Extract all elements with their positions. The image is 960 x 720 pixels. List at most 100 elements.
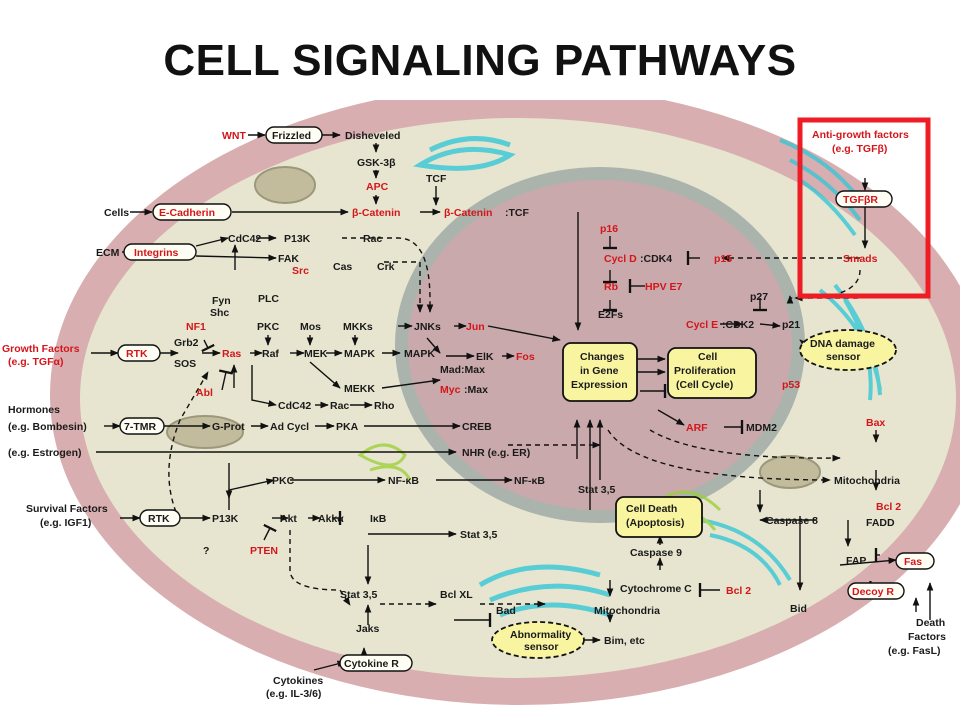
label-pkc-a: PKC — [257, 321, 280, 333]
label-rac-a: Rac — [363, 233, 382, 245]
pathway-arrows — [91, 131, 934, 671]
page-title: CELL SIGNALING PATHWAYS — [163, 36, 797, 85]
label-fadd: FADD — [866, 517, 895, 529]
label-shc: Shc — [210, 307, 229, 319]
label-bid: Bid — [790, 603, 807, 615]
outcome-boxes — [491, 329, 897, 659]
label-abnormality: Abnormality — [510, 629, 571, 641]
label-smads: Smads — [843, 253, 878, 265]
label-jnks: JNKs — [414, 321, 441, 333]
label-caspase-8: Caspase 8 — [766, 515, 818, 527]
label-plc: PLC — [258, 293, 279, 305]
label-raf: Raf — [262, 348, 279, 360]
label-frizzled: Frizzled — [272, 130, 311, 142]
label-cdk2: :CDK2 — [722, 319, 754, 331]
inhibition-lines — [201, 236, 897, 627]
label-p13k-a: P13K — [284, 233, 311, 245]
label-creb: CREB — [462, 421, 492, 433]
label-dna-damage: DNA damage — [810, 338, 875, 350]
label-tgfbr: TGFβR — [843, 194, 878, 206]
label-mapk-1: MAPK — [344, 348, 375, 360]
label-tgfb: (e.g. TGFβ) — [832, 143, 887, 155]
label-decoy-r: Decoy R — [852, 586, 894, 598]
label-mitochondria-1: Mitochondria — [594, 605, 660, 617]
label-rho: Rho — [374, 400, 394, 412]
label-fos: Fos — [516, 351, 535, 363]
label-survival-factors-eg: (e.g. IGF1) — [40, 517, 91, 529]
organelles — [166, 136, 882, 618]
label-rtk-2: RTK — [148, 513, 170, 525]
label-pkc-b: PKC — [272, 475, 295, 487]
label-arf: ARF — [686, 422, 708, 434]
label-cytokines-eg: (e.g. IL-3/6) — [266, 688, 321, 700]
label-cell: Cell — [698, 351, 717, 363]
label-wnt: WNT — [222, 130, 246, 142]
label-hpv-e7: HPV E7 — [645, 281, 683, 293]
label-rb: Rb — [604, 281, 618, 293]
label-stat35-a: Stat 3,5 — [460, 529, 498, 541]
label-cdc42-a: CdC42 — [228, 233, 261, 245]
label-apoptosis: (Apoptosis) — [626, 517, 684, 529]
label-hormones: Hormones — [8, 404, 60, 416]
label-cdc42-b: CdC42 — [278, 400, 311, 412]
label-p27: p27 — [750, 291, 768, 303]
label-fas: Fas — [904, 556, 922, 568]
label-growth-factors: Growth Factors — [2, 343, 80, 355]
label-p21: p21 — [782, 319, 800, 331]
label-nfkb-1: NF-κB — [388, 475, 419, 487]
label-sos: SOS — [174, 358, 196, 370]
label-hormones-eg: (e.g. Bombesin) — [8, 421, 87, 433]
label-cell-death: Cell Death — [626, 503, 677, 515]
label-expression: Expression — [571, 379, 628, 391]
highlight-box — [797, 117, 931, 299]
label-growth-factors-eg: (e.g. TGFα) — [8, 356, 63, 368]
label-grb2: Grb2 — [174, 337, 199, 349]
label-bcl2-a: Bcl 2 — [726, 585, 751, 597]
node-labels: WNT Frizzled Disheveled GSK-3β APC TCF β… — [2, 129, 946, 700]
label-e2fs: E2Fs — [598, 309, 623, 321]
label-cell-cycle: (Cell Cycle) — [676, 379, 733, 391]
label-p15: p15 — [714, 253, 732, 265]
label-max: :Max — [464, 384, 488, 396]
label-proliferation: Proliferation — [674, 365, 736, 377]
label-stat35-b: Stat 3,5 — [578, 484, 616, 496]
label-b-catenin-tcf: β-Catenin — [444, 207, 492, 219]
label-p13k-b: P13K — [212, 513, 239, 525]
label-factors: Factors — [908, 631, 946, 643]
label-bax: Bax — [866, 417, 885, 429]
label-e-cadherin: E-Cadherin — [159, 207, 215, 219]
label-mapk-2: MAPK — [404, 348, 435, 360]
label-bad: Bad — [496, 605, 516, 617]
label-b-catenin: β-Catenin — [352, 207, 400, 219]
label-akt: Akt — [280, 513, 297, 525]
label-cycl-e: Cycl E — [686, 319, 718, 331]
label-mad-max: Mad:Max — [440, 364, 485, 376]
label-fak: FAK — [278, 253, 299, 265]
label-mekk: MEKK — [344, 383, 375, 395]
label-p53: p53 — [782, 379, 800, 391]
label-changes: Changes — [580, 351, 625, 363]
label-crk: Crk — [377, 261, 395, 273]
label-mek: MEK — [304, 348, 328, 360]
label-ecm: ECM — [96, 247, 120, 259]
label-integrins: Integrins — [134, 247, 178, 259]
label-akka: Akkα — [318, 513, 344, 525]
label-bcl-xl: Bcl XL — [440, 589, 473, 601]
label-cycl-d: Cycl D — [604, 253, 637, 265]
label-apc: APC — [366, 181, 389, 193]
label-elk: ElK — [476, 351, 494, 363]
label-rtk-1: RTK — [126, 348, 148, 360]
label-disheveled: Disheveled — [345, 130, 400, 142]
label-fap: FAP — [846, 555, 866, 567]
label-nfkb-2: NF-κB — [514, 475, 545, 487]
label-survival-factors: Survival Factors — [26, 503, 108, 515]
label-mos: Mos — [300, 321, 321, 333]
label-in-gene: in Gene — [580, 365, 619, 377]
label-cytokine-r: Cytokine R — [344, 658, 399, 670]
label-g-prot: G-Prot — [212, 421, 245, 433]
label-tcf-complex: :TCF — [505, 207, 529, 219]
label-cytochrome-c: Cytochrome C — [620, 583, 692, 595]
label-mdm2: MDM2 — [746, 422, 777, 434]
label-myc: Myc — [440, 384, 461, 396]
label-bim: Bim, etc — [604, 635, 645, 647]
